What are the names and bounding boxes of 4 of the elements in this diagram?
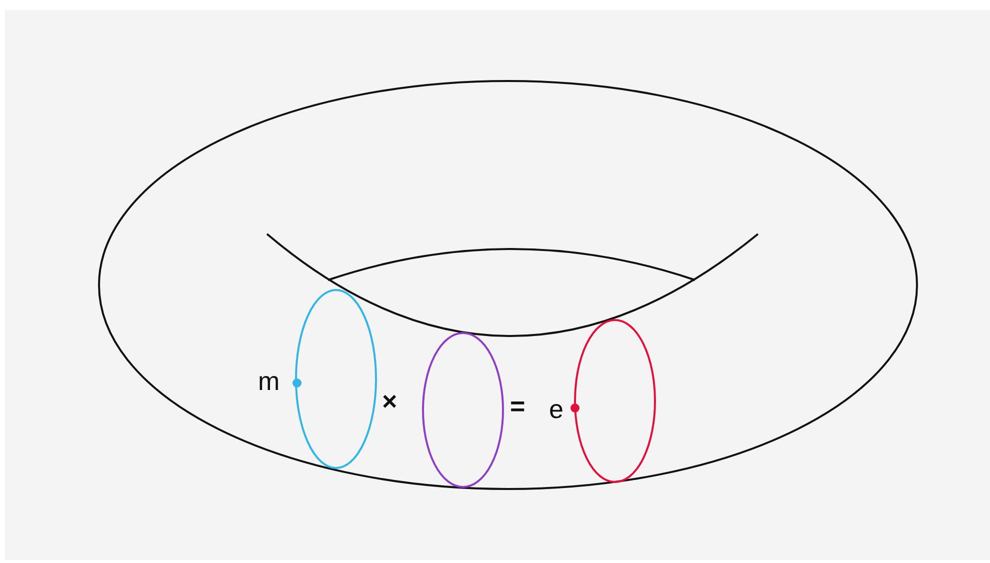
operator-symbol: = [510,393,526,419]
operator-symbol: × [382,388,398,414]
point-label: e [549,396,564,422]
point-label: m [258,368,280,394]
